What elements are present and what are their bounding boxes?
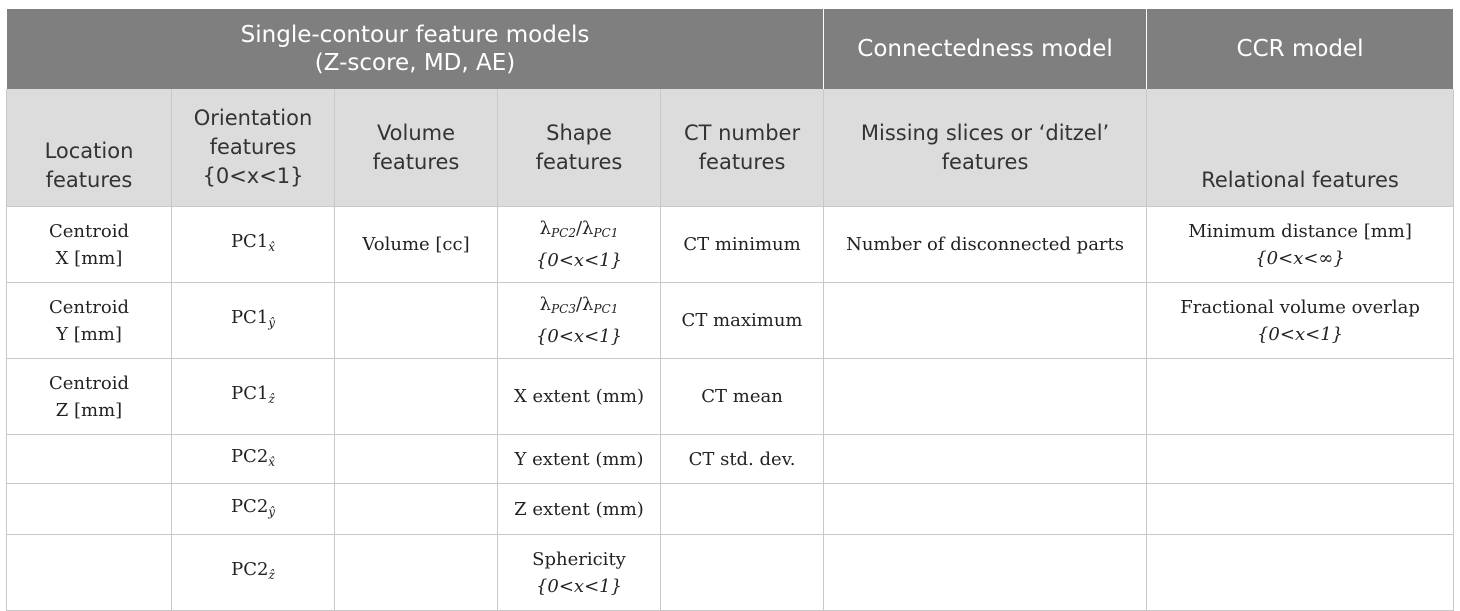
orientation-cell: PC2x̂ [171, 434, 335, 484]
relational-header: Relational features [1146, 89, 1455, 207]
table-row: PC2ŷ Z extent (mm) [6, 483, 1455, 535]
pc-label: PC2 [231, 559, 269, 580]
volume-cell: Volume [cc] [334, 206, 498, 283]
ct-cell: CT maximum [659, 282, 825, 359]
orientation-cell: PC1ẑ [171, 358, 335, 435]
location-cell [6, 434, 172, 484]
missing-cell [823, 358, 1148, 435]
ct-number-header: CT number features [659, 89, 825, 207]
pc-label: PC2 [230, 495, 269, 517]
ct-cell [659, 534, 825, 611]
missing-slices-header: Missing slices or ‘ditzel’ features [823, 89, 1148, 207]
location-cell: Centroid Y [mm] [6, 282, 172, 359]
location-line: Centroid [49, 296, 129, 318]
lambda-symbol: λ [539, 218, 552, 239]
lambda-subscript: PC3 [551, 302, 576, 316]
orientation-cell: PC2ŷ [171, 483, 335, 535]
volume-cell [334, 358, 498, 435]
single-contour-title: Single-contour feature models [240, 22, 590, 48]
missing-cell [823, 534, 1148, 611]
slash: / [575, 294, 583, 315]
range-text: {0<x<1} [535, 326, 623, 347]
relational-label: Minimum distance [mm] [1188, 220, 1412, 242]
pc-label: PC1 [230, 307, 269, 328]
location-cell: Centroid Z [mm] [6, 358, 172, 435]
volume-cell [334, 483, 498, 535]
connectedness-header: Connectedness model [823, 8, 1148, 89]
ct-cell: CT mean [659, 358, 825, 435]
pc-axis: ŷ [268, 316, 276, 330]
table-row: PC2ẑ Sphericity {0<x<1} [6, 534, 1455, 611]
missing-cell [823, 483, 1148, 535]
volume-cell [334, 534, 498, 611]
location-line: Z [mm] [55, 399, 123, 421]
pc-axis: x̂ [268, 240, 276, 254]
sphericity-label: Sphericity [532, 548, 626, 570]
missing-cell: Number of disconnected parts [823, 206, 1148, 283]
pc-axis: ŷ [268, 504, 276, 519]
range-text: {0<x<∞} [1255, 247, 1345, 269]
relational-cell [1146, 434, 1455, 484]
missing-cell [823, 282, 1148, 359]
relational-cell [1146, 483, 1455, 535]
relational-cell [1146, 358, 1455, 435]
slash: / [575, 218, 583, 239]
volume-header: Volume features [334, 89, 498, 207]
location-line: Centroid [49, 220, 129, 242]
lambda-symbol: λ [582, 218, 594, 239]
table-row: PC2x̂ Y extent (mm) CT std. dev. [6, 434, 1455, 484]
pc-axis: x̂ [268, 454, 276, 469]
table-row: Centroid Z [mm] PC1ẑ X extent (mm) CT mea… [6, 358, 1455, 435]
pc-axis: ẑ [268, 392, 275, 406]
lambda-symbol: λ [582, 294, 594, 315]
ct-cell: CT std. dev. [659, 434, 825, 484]
pc-axis: ẑ [268, 568, 275, 582]
shape-cell: Y extent (mm) [497, 434, 661, 484]
pc-label: PC1 [231, 383, 269, 404]
range-text: {0<x<1} [1256, 323, 1344, 345]
shape-cell: λPC2/λPC1 {0<x<1} [497, 206, 661, 283]
location-line: X [mm] [55, 247, 123, 269]
orientation-cell: PC1ŷ [171, 282, 335, 359]
shape-header: Shape features [497, 89, 661, 207]
location-cell [6, 534, 172, 611]
feature-table: Single-contour feature models (Z-score, … [5, 8, 1455, 611]
shape-cell: λPC3/λPC1 {0<x<1} [497, 282, 661, 359]
lambda-subscript: PC2 [551, 226, 576, 240]
pc-label: PC1 [230, 231, 269, 252]
single-contour-header: Single-contour feature models (Z-score, … [5, 8, 825, 89]
header-row-1: Single-contour feature models (Z-score, … [5, 8, 1455, 89]
orientation-cell: PC1x̂ [171, 206, 335, 283]
range-text: {0<x<1} [535, 250, 623, 271]
location-line: Centroid [49, 372, 129, 394]
header-row-2: Location features Orientation features {… [6, 89, 1455, 207]
volume-cell [334, 434, 498, 484]
relational-cell: Minimum distance [mm] {0<x<∞} [1146, 206, 1455, 283]
ct-cell: CT minimum [659, 206, 825, 283]
orientation-header: Orientation features {0<x<1} [171, 89, 335, 207]
ct-cell [659, 483, 825, 535]
pc-label: PC2 [230, 445, 269, 467]
range-text: {0<x<1} [535, 575, 623, 597]
lambda-subscript: PC1 [593, 226, 619, 240]
shape-cell: X extent (mm) [497, 358, 661, 435]
lambda-subscript: PC1 [593, 302, 619, 316]
orientation-cell: PC2ẑ [171, 534, 335, 611]
relational-cell [1146, 534, 1455, 611]
location-cell: Centroid X [mm] [6, 206, 172, 283]
relational-cell: Fractional volume overlap {0<x<1} [1146, 282, 1455, 359]
missing-cell [823, 434, 1148, 484]
single-contour-subtitle: (Z-score, MD, AE) [314, 50, 516, 76]
location-header: Location features [6, 89, 172, 207]
relational-label: Fractional volume overlap [1180, 296, 1420, 318]
shape-cell: Sphericity {0<x<1} [497, 534, 661, 611]
location-cell [6, 483, 172, 535]
shape-cell: Z extent (mm) [497, 483, 661, 535]
ccr-header: CCR model [1146, 8, 1455, 89]
volume-cell [334, 282, 498, 359]
location-line: Y [mm] [56, 323, 122, 345]
lambda-symbol: λ [539, 294, 552, 315]
